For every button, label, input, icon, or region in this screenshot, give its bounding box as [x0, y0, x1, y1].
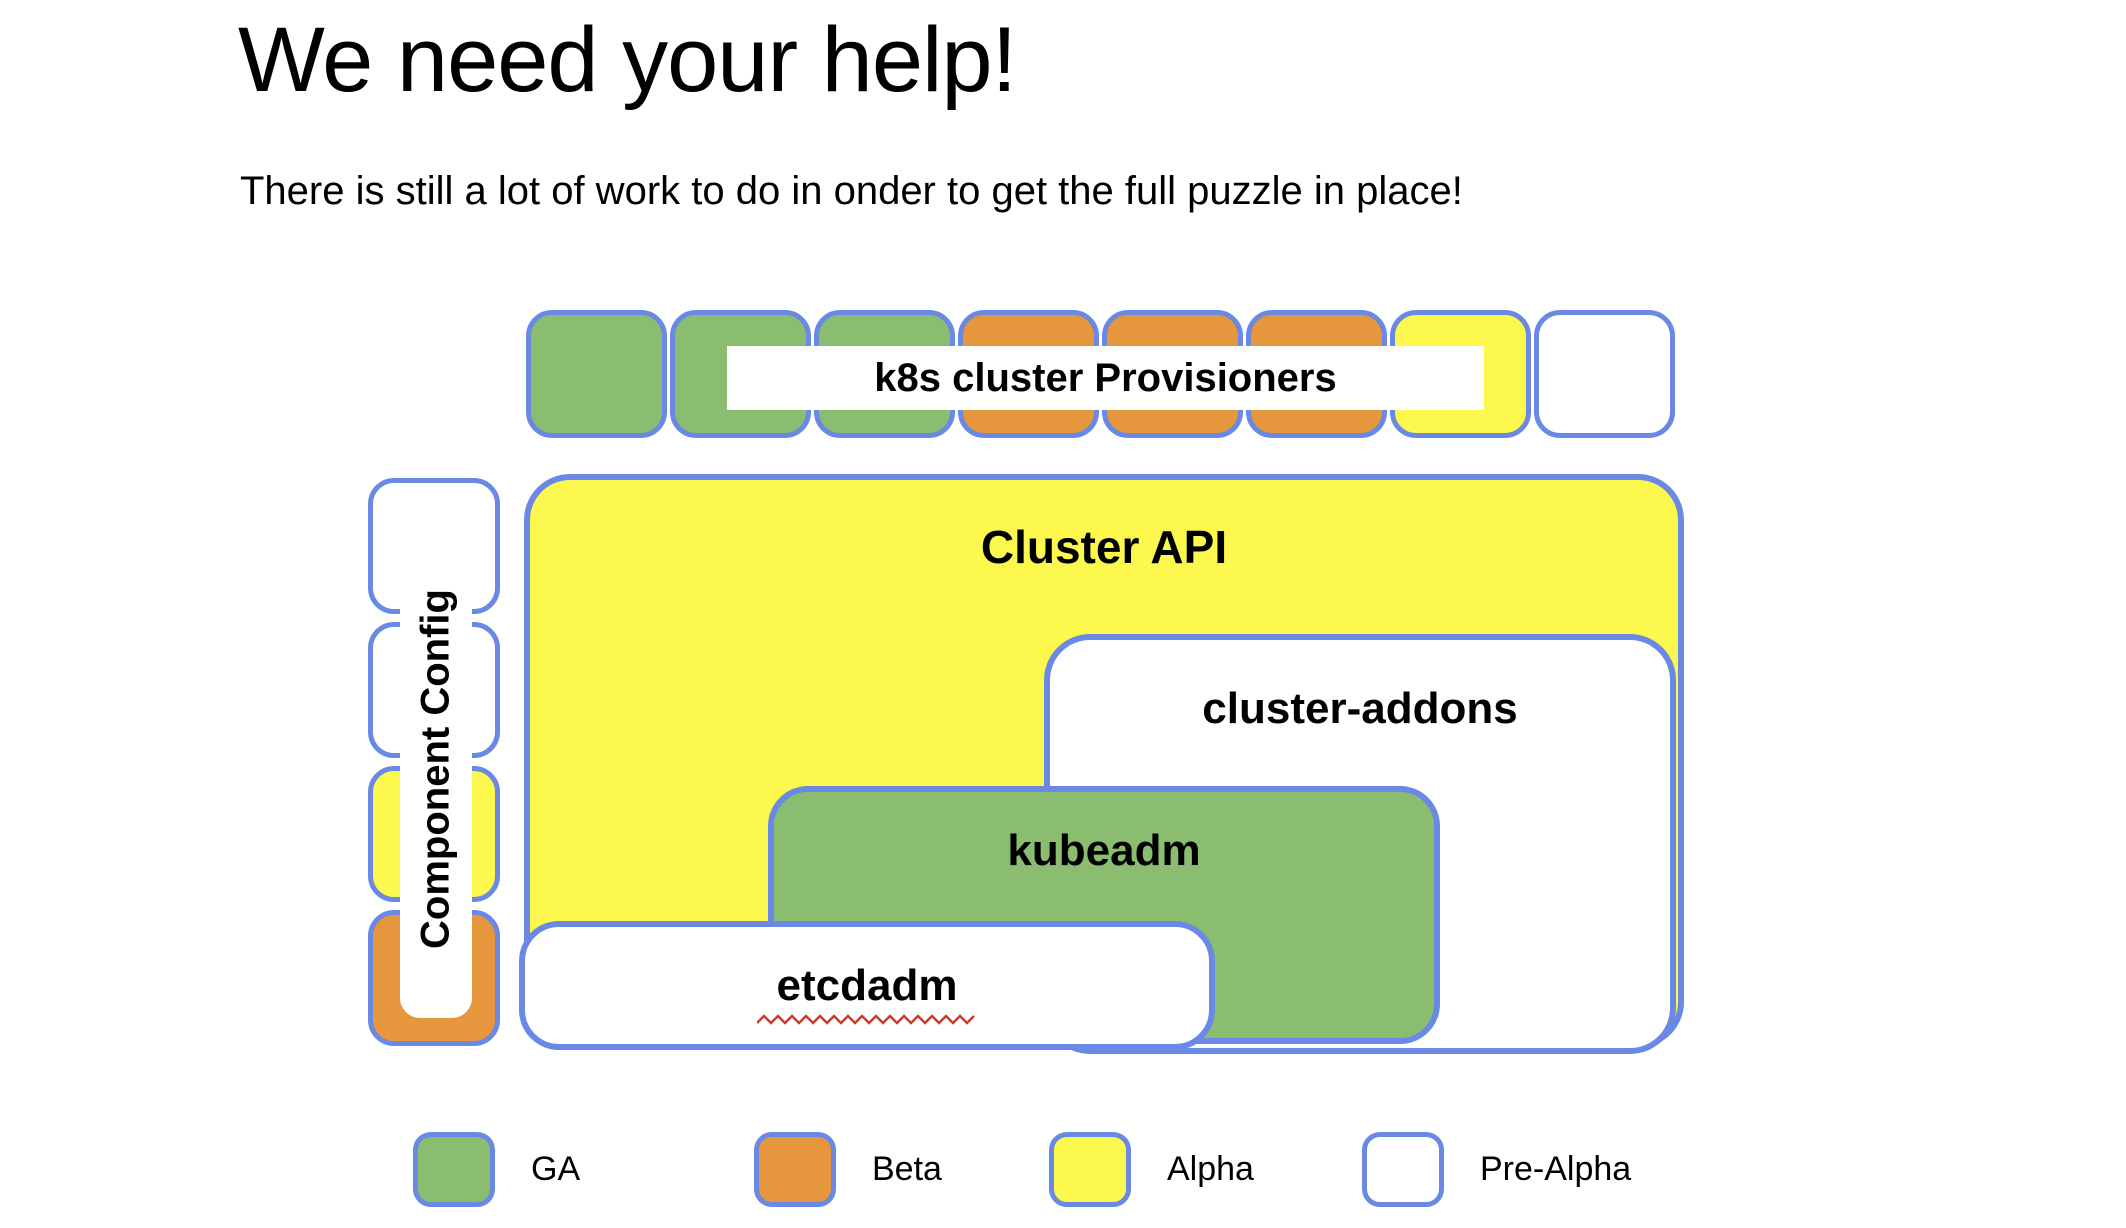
slide-title: We need your help! — [238, 9, 1017, 111]
legend-item: Alpha — [1049, 1132, 1254, 1207]
etcdadm-label: etcdadm — [776, 960, 958, 1010]
slide-subtitle: There is still a lot of work to do in on… — [240, 169, 1463, 213]
component-config-label: Component Config — [400, 520, 472, 1018]
etcdadm-box: etcdadm — [519, 921, 1215, 1050]
spellcheck-squiggle-icon — [756, 1013, 975, 1025]
legend-swatch — [413, 1132, 495, 1207]
puzzle-piece — [1534, 310, 1675, 438]
component-config-label-text: Component Config — [413, 589, 458, 949]
legend-label: Pre-Alpha — [1480, 1150, 1632, 1188]
etcdadm-label-wrap: etcdadm — [756, 960, 975, 1025]
legend-swatch — [1049, 1132, 1131, 1207]
legend-label: Beta — [872, 1150, 942, 1188]
legend-item: Pre-Alpha — [1362, 1132, 1631, 1207]
provisioners-label: k8s cluster Provisioners — [727, 346, 1484, 410]
legend-swatch — [754, 1132, 836, 1207]
legend-label: Alpha — [1167, 1150, 1254, 1188]
legend-label: GA — [531, 1150, 581, 1188]
puzzle-piece — [526, 310, 667, 438]
legend-item: GA — [413, 1132, 580, 1207]
legend-swatch — [1362, 1132, 1444, 1207]
kubeadm-label: kubeadm — [1007, 826, 1201, 875]
cluster-addons-label: cluster-addons — [1202, 684, 1518, 733]
cluster-api-label: Cluster API — [980, 521, 1228, 573]
legend-item: Beta — [754, 1132, 942, 1207]
